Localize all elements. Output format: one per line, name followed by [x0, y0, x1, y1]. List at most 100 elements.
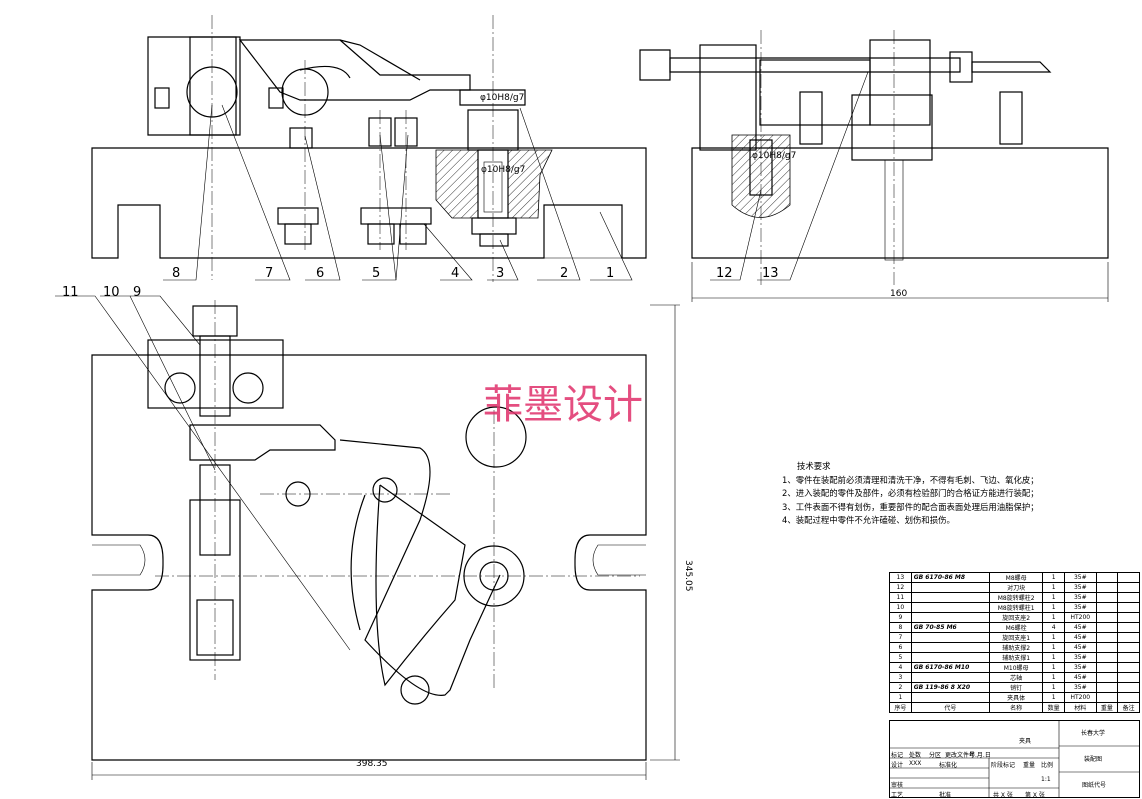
- bom-qty: 4: [1042, 622, 1066, 633]
- front-view: [91, 15, 647, 282]
- bom-remark: [1117, 692, 1140, 703]
- bom-std: [910, 602, 990, 613]
- bom-no: 7: [889, 632, 912, 643]
- bom-qty: 1: [1042, 662, 1066, 673]
- tech-item-1: 1、零件在装配前必须清理和清洗干净，不得有毛刺、飞边、氧化皮；: [782, 474, 1039, 485]
- tb-sheet2: 第 X 张: [1025, 792, 1045, 799]
- dim-overall-width: 398.35: [356, 759, 388, 769]
- bom-std: [910, 692, 990, 703]
- bom-name: 对刀块: [988, 582, 1044, 593]
- bom-remark: [1117, 642, 1140, 653]
- bom-name: 辅助支撑1: [988, 652, 1044, 663]
- bom-std: GB 6170-86 M10: [910, 662, 990, 673]
- tb-std: 标准化: [939, 762, 958, 769]
- bom-remark: [1117, 652, 1140, 663]
- bom-qty: 1: [1042, 612, 1066, 623]
- bom-weight: [1095, 602, 1119, 613]
- balloon-12: 12: [716, 266, 733, 281]
- bom-mat: 35#: [1064, 682, 1097, 693]
- bore-dim-2: φ10H8/g7: [481, 165, 525, 175]
- bom-remark: [1117, 592, 1140, 603]
- tb-designer: 设计: [891, 762, 904, 769]
- bom-remark: [1117, 632, 1140, 643]
- balloon-1: 1: [606, 266, 614, 281]
- bom-weight: [1095, 682, 1119, 693]
- bom-no: 5: [889, 652, 912, 663]
- bom-name: 夹具体: [988, 692, 1044, 703]
- bom-weight: [1095, 632, 1119, 643]
- bom-mat: 35#: [1064, 572, 1097, 583]
- tb-mark: 标记: [891, 752, 904, 759]
- bom-weight: [1095, 572, 1119, 583]
- bom-name: 旋回支座2: [988, 612, 1044, 623]
- tb-doc: 更改文件号: [945, 752, 976, 759]
- bom-std: [910, 582, 990, 593]
- balloon-8: 8: [172, 266, 180, 281]
- bom-weight: [1095, 592, 1119, 603]
- bom-std: [910, 642, 990, 653]
- bom-mat: 45#: [1064, 622, 1097, 633]
- bom-remark: [1117, 682, 1140, 693]
- bom-std: [910, 672, 990, 683]
- hdr-code: 代号: [910, 702, 990, 713]
- bom-name: 芯轴: [988, 672, 1044, 683]
- bom-no: 11: [889, 592, 912, 603]
- tb-date: 年.月.日: [969, 752, 991, 759]
- bom-qty: 1: [1042, 682, 1066, 693]
- bom-mat: 45#: [1064, 642, 1097, 653]
- bom-name: 销钉: [988, 682, 1044, 693]
- bom-qty: 1: [1042, 652, 1066, 663]
- bom-weight: [1095, 662, 1119, 673]
- bom-std: [910, 612, 990, 623]
- bom-remark: [1117, 612, 1140, 623]
- dim-side-width: 160: [890, 289, 907, 299]
- bom-no: 4: [889, 662, 912, 673]
- bom-no: 6: [889, 642, 912, 653]
- tech-item-2: 2、进入装配的零件及部件，必须有检验部门的合格证方能进行装配；: [782, 488, 1039, 498]
- hdr-qty: 数量: [1042, 702, 1066, 713]
- bom-weight: [1095, 612, 1119, 623]
- bom-weight: [1095, 652, 1119, 663]
- bom-qty: 1: [1042, 632, 1066, 643]
- bom-name: M8螺母: [988, 572, 1044, 583]
- bom-mat: 35#: [1064, 592, 1097, 603]
- bom-mat: HT200: [1064, 612, 1097, 623]
- tech-title: 技术要求: [797, 461, 831, 471]
- tb-school: 长春大学: [1081, 730, 1106, 737]
- technical-requirements: 技术要求 1、零件在装配前必须清理和清洗干净，不得有毛刺、飞边、氧化皮； 2、进…: [782, 460, 1122, 528]
- bom-remark: [1117, 622, 1140, 633]
- balloon-6: 6: [316, 266, 324, 281]
- tb-ratio: 比例: [1041, 762, 1054, 769]
- tb-dwgno: 图纸代号: [1082, 782, 1107, 789]
- balloon-11: 11: [62, 285, 79, 300]
- bom-mat: 45#: [1064, 632, 1097, 643]
- tech-item-3: 3、工件表面不得有划伤，重要部件的配合面表面处理后用油脂保护；: [782, 501, 1039, 512]
- bom-std: GB 6170-86 M8: [910, 572, 990, 583]
- bom-no: 9: [889, 612, 912, 623]
- title-block-grid: [889, 720, 1140, 798]
- bore-dim-1: φ10H8/g7: [480, 93, 524, 103]
- balloon-2: 2: [560, 266, 568, 281]
- tb-approve: 批准: [939, 792, 952, 799]
- bom-mat: 35#: [1064, 582, 1097, 593]
- bom-remark: [1117, 582, 1140, 593]
- bom-qty: 1: [1042, 672, 1066, 683]
- bom-weight: [1095, 672, 1119, 683]
- tb-zone: 分区: [929, 752, 942, 759]
- bom-std: GB 70-85 M6: [910, 622, 990, 633]
- tech-item-4: 4、装配过程中零件不允许磕碰、划伤和损伤。: [782, 515, 955, 525]
- bom-mat: 35#: [1064, 602, 1097, 613]
- tb-process: 工艺: [891, 792, 904, 799]
- tb-weight: 重量: [1023, 762, 1036, 769]
- balloon-10: 10: [103, 285, 120, 300]
